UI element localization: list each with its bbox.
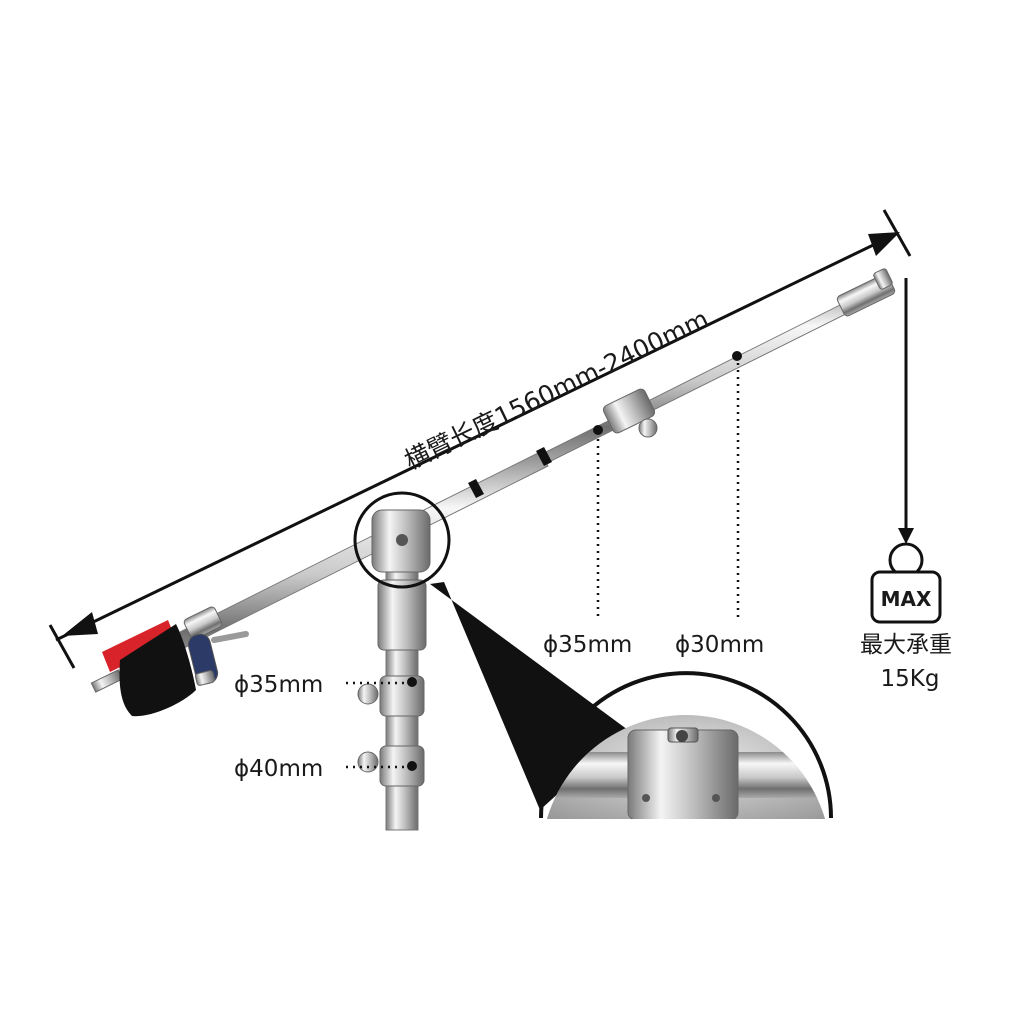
stand-lower-diameter-label: ϕ40mm <box>234 756 323 782</box>
arm-length-dimension <box>48 209 912 669</box>
stand <box>357 559 427 831</box>
max-load-indicator: MAX 最大承重 15Kg <box>860 278 952 692</box>
stand-upper-diameter-label: ϕ35mm <box>234 672 323 698</box>
knob-icon <box>357 751 379 773</box>
highlight-circle <box>353 491 451 589</box>
sandbag-top <box>102 620 176 672</box>
dimension-tick-left <box>48 624 76 669</box>
weight-icon <box>870 570 942 624</box>
arm-rear-coupling <box>183 606 223 640</box>
max-load-caption: 最大承重 <box>860 632 952 658</box>
zoom-inset <box>430 582 840 1024</box>
arm-clamp <box>602 388 658 438</box>
arm-inner-diameter-label: ϕ35mm <box>543 632 632 658</box>
arrow-left-icon <box>62 612 98 636</box>
max-load-value: 15Kg <box>881 666 940 692</box>
knob-icon <box>357 683 379 705</box>
pivot-head <box>353 491 451 589</box>
sandbag <box>119 624 196 717</box>
arm-outer-diameter-label: ϕ30mm <box>675 632 764 658</box>
dimension-line <box>55 232 897 642</box>
arm-bands <box>468 447 552 498</box>
arm-end-fitting <box>836 268 896 317</box>
dotted-leaders <box>346 356 740 769</box>
arrow-right-icon <box>868 232 900 256</box>
arrow-down-icon <box>898 528 914 544</box>
counterweight-end <box>90 620 249 717</box>
zoom-cone <box>430 582 628 810</box>
max-badge: MAX <box>881 587 932 611</box>
boom-arm <box>119 268 896 677</box>
